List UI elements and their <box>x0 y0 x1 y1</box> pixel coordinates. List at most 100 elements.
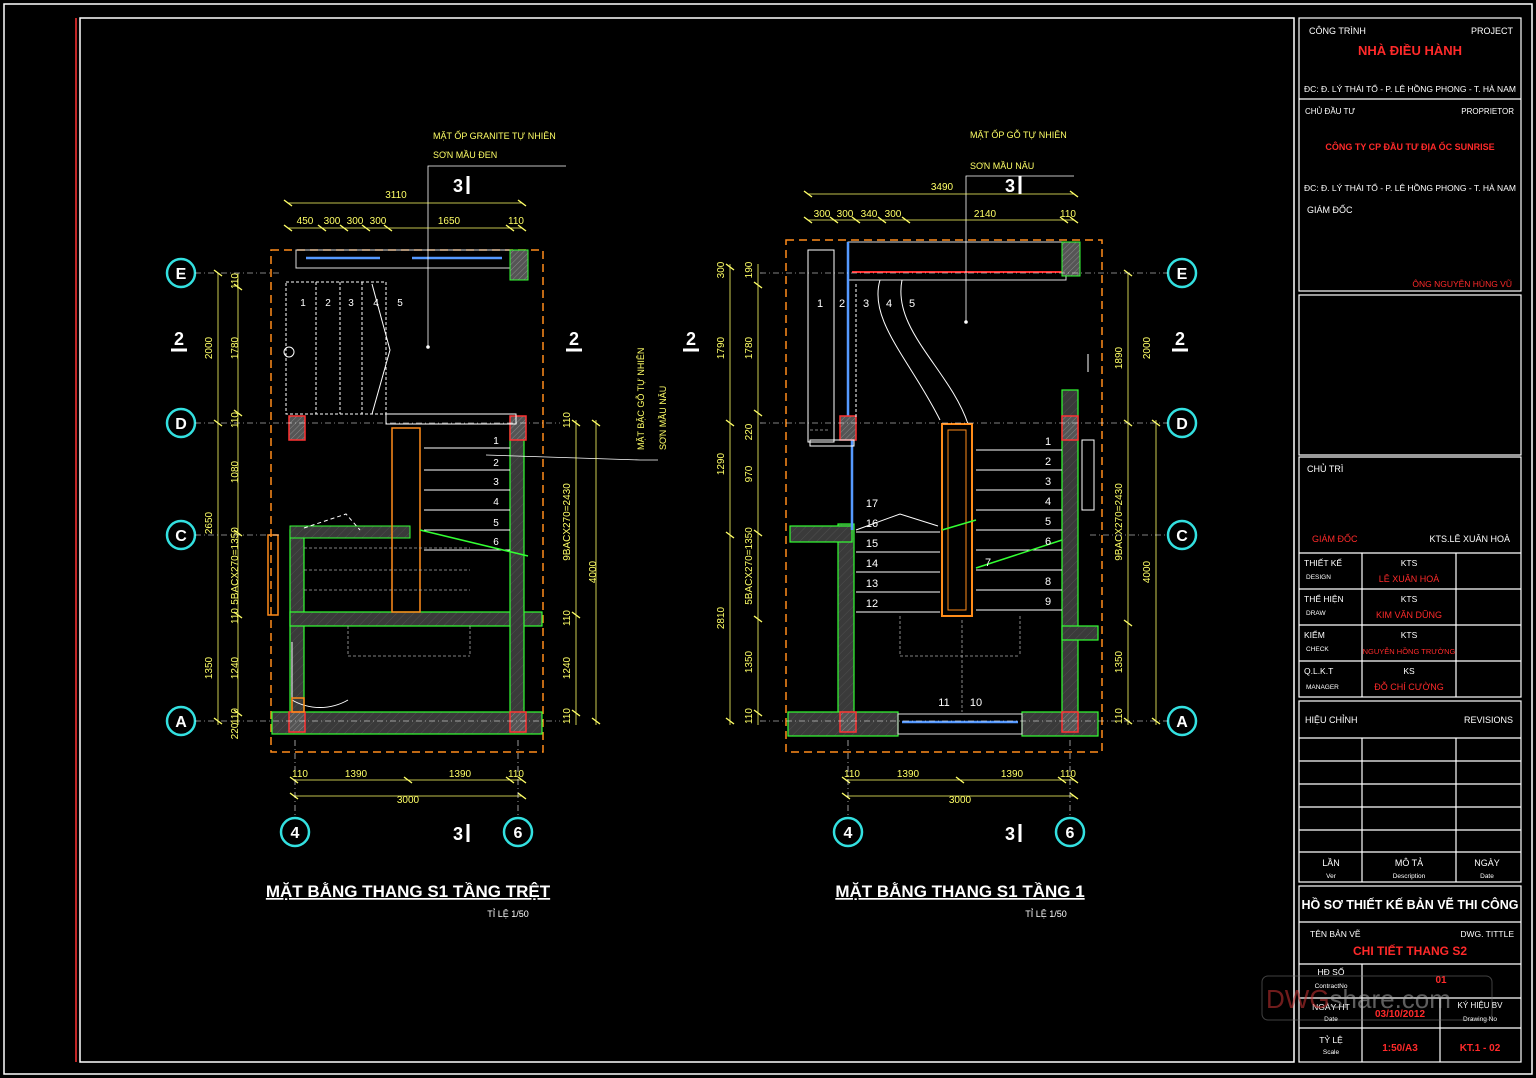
plan1-dim-left: 220 <box>230 722 241 739</box>
plan1-dim-left: 110 <box>230 273 241 289</box>
plan2-annotations: MẶT ỐP GỖ TỰ NHIÊN SƠN MẦU NÂU <box>970 129 1067 171</box>
step-number: 14 <box>866 558 878 570</box>
step-number: 5 <box>909 298 915 310</box>
scale-value: 1:50/A3 <box>1382 1043 1418 1054</box>
plan2-section-labels: 3 2 2 3 <box>686 176 1185 844</box>
plan1-dim-left: 2000 <box>204 336 215 359</box>
annotation: SƠN MẦU NÂU <box>658 386 668 450</box>
plan2-dim-bottom: 110 <box>1060 769 1076 780</box>
plan2-dim-right: 1350 <box>1114 650 1125 673</box>
plan1-dim-bottom: 110 <box>508 769 524 780</box>
dwg-title: CHI TIẾT THANG S2 <box>1353 943 1467 958</box>
plan1-dim-right: 9BACX270=2430 <box>562 483 573 561</box>
section-label: 2 <box>686 329 696 349</box>
step-number: 1 <box>300 298 306 309</box>
staff-title: KTS <box>1401 594 1418 604</box>
staff-label: THIẾT KẾ <box>1304 558 1342 568</box>
staff-label-en: MANAGER <box>1306 684 1339 691</box>
plan2-dim-bottom: 1390 <box>897 769 920 780</box>
dwg-label: TÊN BẢN VẼ <box>1310 928 1361 939</box>
plan2-dim-left: 2810 <box>716 606 727 629</box>
annotation: SƠN MẦU ĐEN <box>433 150 497 160</box>
date-value: 03/10/2012 <box>1375 1009 1425 1020</box>
drawing-no-label: KÝ HIỆU BV <box>1458 1001 1504 1010</box>
plan2-dim-top: 300 <box>814 209 831 220</box>
axis-label: 6 <box>514 825 523 842</box>
plan2-dim-bottom: 3000 <box>949 795 972 806</box>
plan1-dim-left: 1780 <box>230 336 241 359</box>
rev-col-label: LẦN <box>1322 858 1340 868</box>
staff-label-en: DESIGN <box>1306 574 1331 581</box>
axis-label: C <box>175 528 187 545</box>
plan2-dim-bottom: 110 <box>844 769 860 780</box>
project-label: CÔNG TRÌNH <box>1309 26 1366 36</box>
plan2-dim-right: 110 <box>1114 708 1125 724</box>
plan2-dim-top: 110 <box>1060 209 1076 220</box>
plan1-axis-labels: E D C A 4 6 <box>175 266 522 842</box>
plan2-dim-left: 1790 <box>716 336 727 359</box>
contract-label: HĐ SỐ <box>1318 966 1345 977</box>
title-block: CÔNG TRÌNH PROJECT NHÀ ĐIỀU HÀNH ĐC: Đ. … <box>1302 26 1519 1056</box>
plan2-dim-top: 2140 <box>974 209 997 220</box>
plan1-annotations: MẶT ỐP GRANITE TỰ NHIÊN SƠN MẦU ĐEN MẶT … <box>433 130 668 450</box>
annotation: MẶT BẬC GỖ TỰ NHIÊN <box>635 348 646 450</box>
step-number: 3 <box>348 298 354 309</box>
doc-title: HỒ SƠ THIẾT KẾ BẢN VẼ THI CÔNG <box>1302 897 1519 912</box>
plan1-dim-bottom: 1390 <box>345 769 368 780</box>
step-number: 4 <box>493 497 499 508</box>
plan1-dim-top: 300 <box>370 216 387 227</box>
staff-label: KIỂM <box>1304 629 1325 640</box>
scale-label-en: Scale <box>1323 1049 1340 1056</box>
plan2-dim-left: 190 <box>744 261 755 278</box>
plan1-dimensions: 3110 450 300 300 300 1650 110 110 1390 1… <box>204 190 599 806</box>
plan2-dimensions: 3490 300 300 340 300 2140 110 110 1390 1… <box>716 182 1153 806</box>
plan1-dim-top: 300 <box>347 216 364 227</box>
sheet-border <box>3 3 1533 1075</box>
step-number: 1 <box>817 298 823 310</box>
axis-label: D <box>175 416 187 433</box>
plan1-dim-left: 110 <box>230 708 241 724</box>
step-number: 10 <box>970 697 982 709</box>
plan2-dim-left: 300 <box>716 261 727 278</box>
plan1-dim-left: 110 <box>230 412 241 428</box>
step-number: 12 <box>866 598 878 610</box>
step-number: 5 <box>397 298 403 309</box>
step-number: 9 <box>1045 596 1051 608</box>
watermark: DWGshare.com <box>1261 975 1493 1021</box>
staff-label: THỂ HIỆN <box>1304 593 1344 604</box>
axis-label: E <box>176 266 187 283</box>
plan2-dim-top: 340 <box>861 209 878 220</box>
section-label: 3 <box>1005 824 1015 844</box>
step-number: 11 <box>938 697 949 709</box>
rev-col-label: MÔ TẢ <box>1395 857 1423 868</box>
annotation: MẶT ỐP GRANITE TỰ NHIÊN <box>433 130 556 141</box>
project-name: NHÀ ĐIỀU HÀNH <box>1358 43 1462 58</box>
step-number: 2 <box>325 298 331 309</box>
plan1-dim-top: 3110 <box>385 190 407 201</box>
project-label-en: PROJECT <box>1471 26 1514 36</box>
plan1-dim-right: 1240 <box>562 656 573 679</box>
plan1-dim-bottom: 3000 <box>397 795 420 806</box>
step-number: 5 <box>493 518 499 529</box>
drawing-border <box>79 17 1295 1063</box>
staff-name: LÊ XUÂN HOÀ <box>1379 574 1440 584</box>
lead-role: GIÁM ĐỐC <box>1312 533 1358 544</box>
section-label: 2 <box>174 329 184 349</box>
plan2-dim-right: 2000 <box>1142 336 1153 359</box>
staff-name: NGUYỄN HỒNG TRƯỜNG <box>1363 646 1456 656</box>
plan1-dim-right: 4000 <box>588 560 599 583</box>
plan2-dim-right: 1890 <box>1114 346 1125 369</box>
plan-first-floor <box>683 175 1198 848</box>
plan2-title: MẶT BẰNG THANG S1 TẦNG 1 <box>835 882 1084 901</box>
project-address: ĐC: Đ. LÝ THÁI TỔ - P. LÊ HỒNG PHONG - T… <box>1304 83 1516 94</box>
plan1-dim-left: 1080 <box>230 460 241 483</box>
staff-title: KTS <box>1401 558 1418 568</box>
axis-label: E <box>1177 266 1188 283</box>
watermark-part2: share.com <box>1330 984 1451 1014</box>
plan1-dim-bottom: 1390 <box>449 769 472 780</box>
step-number: 2 <box>839 298 845 310</box>
plan1-dim-top: 1650 <box>438 216 461 227</box>
section-label: 3 <box>453 176 463 196</box>
step-number: 5 <box>1045 516 1051 528</box>
staff-title: KTS <box>1401 630 1418 640</box>
